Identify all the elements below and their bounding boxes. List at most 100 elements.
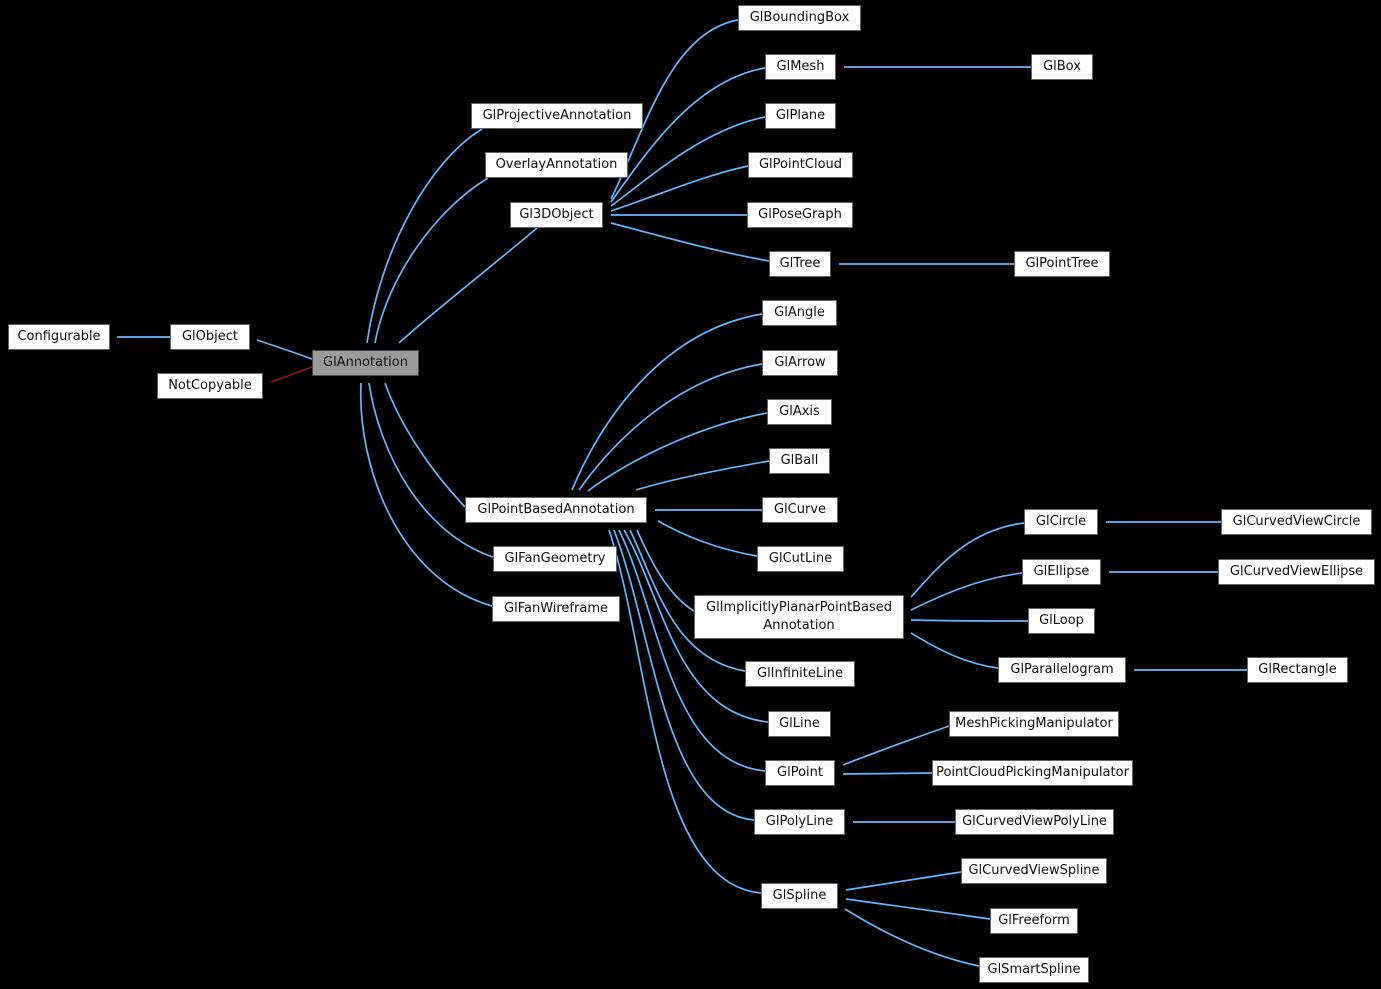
- edge-glpolyline-glpointbasedannotation: [613, 529, 755, 821]
- edge-glimplicitlyplanarpointbasedannotation-glpointbasedannotation: [636, 529, 695, 612]
- node-glcurvedviewcircle[interactable]: GlCurvedViewCircle: [1221, 509, 1372, 535]
- node-glrectangle[interactable]: GlRectangle: [1247, 657, 1348, 683]
- node-pointcloudpickingmanipulator[interactable]: PointCloudPickingManipulator: [932, 760, 1133, 786]
- node-label: GlObject: [181, 329, 239, 345]
- node-glloop[interactable]: GlLoop: [1028, 608, 1095, 634]
- edge-glellipse-glimplicitlyplanarpointbasedannotation: [910, 572, 1023, 611]
- node-label: GlPointTree: [1025, 256, 1099, 272]
- node-notcopyable[interactable]: NotCopyable: [157, 373, 263, 399]
- node-label: GlProjectiveAnnotation: [482, 108, 632, 124]
- node-glcurve[interactable]: GlCurve: [762, 497, 838, 523]
- node-glarrow[interactable]: GlArrow: [762, 350, 838, 376]
- node-label: GlFanGeometry: [504, 551, 606, 567]
- node-label: GlBox: [1043, 59, 1081, 75]
- edge-glprojectiveannotation-glannotation: [366, 128, 483, 344]
- node-label: GlArrow: [774, 355, 826, 371]
- node-label: OverlayAnnotation: [495, 157, 618, 173]
- node-glpoint[interactable]: GlPoint: [765, 760, 835, 786]
- node-label: GlLine: [779, 716, 820, 732]
- node-glboundingbox[interactable]: GlBoundingBox: [738, 5, 861, 31]
- node-label: GlPoseGraph: [758, 207, 842, 223]
- edge-gl3dobject-glannotation: [398, 227, 538, 344]
- node-label: GlAnnotation: [323, 355, 408, 371]
- node-glpointtree[interactable]: GlPointTree: [1014, 251, 1110, 277]
- node-label: GlFanWireframe: [504, 601, 608, 617]
- node-glpointcloud[interactable]: GlPointCloud: [748, 152, 853, 178]
- edge-glfanwireframe-glannotation: [359, 382, 493, 607]
- edge-glpointbasedannotation-glannotation: [384, 382, 466, 508]
- node-label: GlCircle: [1035, 514, 1087, 530]
- node-glposegraph[interactable]: GlPoseGraph: [747, 202, 853, 228]
- node-label: GlPoint: [777, 765, 823, 781]
- node-glellipse[interactable]: GlEllipse: [1022, 559, 1101, 585]
- node-glannotation: GlAnnotation: [312, 350, 419, 376]
- edge-glsmartspline-glspline: [844, 908, 980, 967]
- edge-glannotation-globject: [256, 339, 313, 360]
- node-globject[interactable]: GlObject: [170, 324, 250, 350]
- node-label: GlBall: [780, 453, 819, 469]
- node-label: GlPointCloud: [758, 157, 843, 173]
- node-glmesh[interactable]: GlMesh: [765, 54, 836, 80]
- node-label: GlEllipse: [1033, 564, 1090, 580]
- node-glcutline[interactable]: GlCutLine: [757, 546, 844, 572]
- edge-glparallelogram-glimplicitlyplanarpointbasedannotation: [910, 632, 999, 669]
- node-glplane[interactable]: GlPlane: [765, 103, 836, 129]
- node-label: GlLoop: [1039, 613, 1084, 629]
- node-label: GlImplicitlyPlanarPointBased Annotation: [706, 600, 892, 633]
- node-label: PointCloudPickingManipulator: [936, 765, 1129, 781]
- node-gl3dobject[interactable]: Gl3DObject: [510, 202, 603, 228]
- node-glprojectiveannotation[interactable]: GlProjectiveAnnotation: [471, 103, 643, 129]
- node-overlayannotation[interactable]: OverlayAnnotation: [485, 152, 628, 178]
- edge-glpointcloud-gl3dobject: [610, 165, 749, 212]
- node-label: GlFreeform: [998, 913, 1070, 929]
- node-label: GlPolyLine: [765, 814, 834, 830]
- node-label: GlTree: [779, 256, 821, 272]
- edge-glcurvedviewspline-glspline: [845, 871, 962, 891]
- node-label: MeshPickingManipulator: [955, 716, 1113, 732]
- node-label: GlCurvedViewEllipse: [1229, 564, 1364, 580]
- edge-glloop-glimplicitlyplanarpointbasedannotation: [910, 619, 1029, 622]
- node-glcurvedviewellipse[interactable]: GlCurvedViewEllipse: [1218, 559, 1375, 585]
- node-label: GlCutLine: [768, 551, 833, 567]
- edge-glinfiniteline-glpointbasedannotation: [629, 529, 746, 672]
- edge-glangle-glpointbasedannotation: [571, 313, 763, 491]
- node-glimplicitlyplanarpointbasedannotation[interactable]: GlImplicitlyPlanarPointBased Annotation: [694, 595, 904, 639]
- edge-glannotation-notcopyable: [270, 366, 313, 383]
- node-glfanwireframe[interactable]: GlFanWireframe: [492, 596, 620, 622]
- node-glcircle[interactable]: GlCircle: [1024, 509, 1098, 535]
- node-glaxis[interactable]: GlAxis: [767, 399, 832, 425]
- node-label: GlCurve: [773, 502, 827, 518]
- node-glinfiniteline[interactable]: GlInfiniteLine: [745, 661, 855, 687]
- node-label: GlCurvedViewPolyLine: [962, 814, 1107, 830]
- edge-glaxis-glpointbasedannotation: [587, 412, 768, 492]
- node-configurable[interactable]: Configurable: [8, 324, 110, 350]
- edge-glmesh-gl3dobject: [610, 67, 766, 203]
- node-label: GlCurvedViewCircle: [1232, 514, 1361, 530]
- node-label: GlAngle: [774, 305, 825, 321]
- node-gltree[interactable]: GlTree: [769, 251, 831, 277]
- node-glspline[interactable]: GlSpline: [761, 883, 838, 909]
- node-glball[interactable]: GlBall: [769, 448, 830, 474]
- edge-glpoint-glpointbasedannotation: [618, 529, 766, 772]
- node-glfangeometry[interactable]: GlFanGeometry: [493, 546, 617, 572]
- node-label: GlRectangle: [1258, 662, 1337, 678]
- node-glsmartspline[interactable]: GlSmartSpline: [979, 957, 1089, 983]
- node-glcurvedviewpolyline[interactable]: GlCurvedViewPolyLine: [955, 809, 1114, 835]
- node-glfreeform[interactable]: GlFreeform: [990, 908, 1078, 934]
- node-label: GlPlane: [775, 108, 826, 124]
- edge-glball-glpointbasedannotation: [635, 460, 770, 491]
- node-glcurvedviewspline[interactable]: GlCurvedViewSpline: [961, 858, 1107, 884]
- node-glbox[interactable]: GlBox: [1031, 54, 1093, 80]
- edge-glfreeform-glspline: [845, 898, 991, 920]
- node-glpolyline[interactable]: GlPolyLine: [754, 809, 845, 835]
- node-glpointbasedannotation[interactable]: GlPointBasedAnnotation: [465, 497, 647, 523]
- node-meshpickingmanipulator[interactable]: MeshPickingManipulator: [949, 711, 1119, 737]
- node-label: Configurable: [17, 329, 101, 345]
- node-glangle[interactable]: GlAngle: [762, 300, 837, 326]
- node-glparallelogram[interactable]: GlParallelogram: [998, 657, 1126, 683]
- node-glline[interactable]: GlLine: [768, 711, 831, 737]
- node-label: GlBoundingBox: [749, 10, 850, 26]
- edge-meshpickingmanipulator-glpoint: [842, 725, 950, 766]
- edge-glcircle-glimplicitlyplanarpointbasedannotation: [910, 522, 1025, 598]
